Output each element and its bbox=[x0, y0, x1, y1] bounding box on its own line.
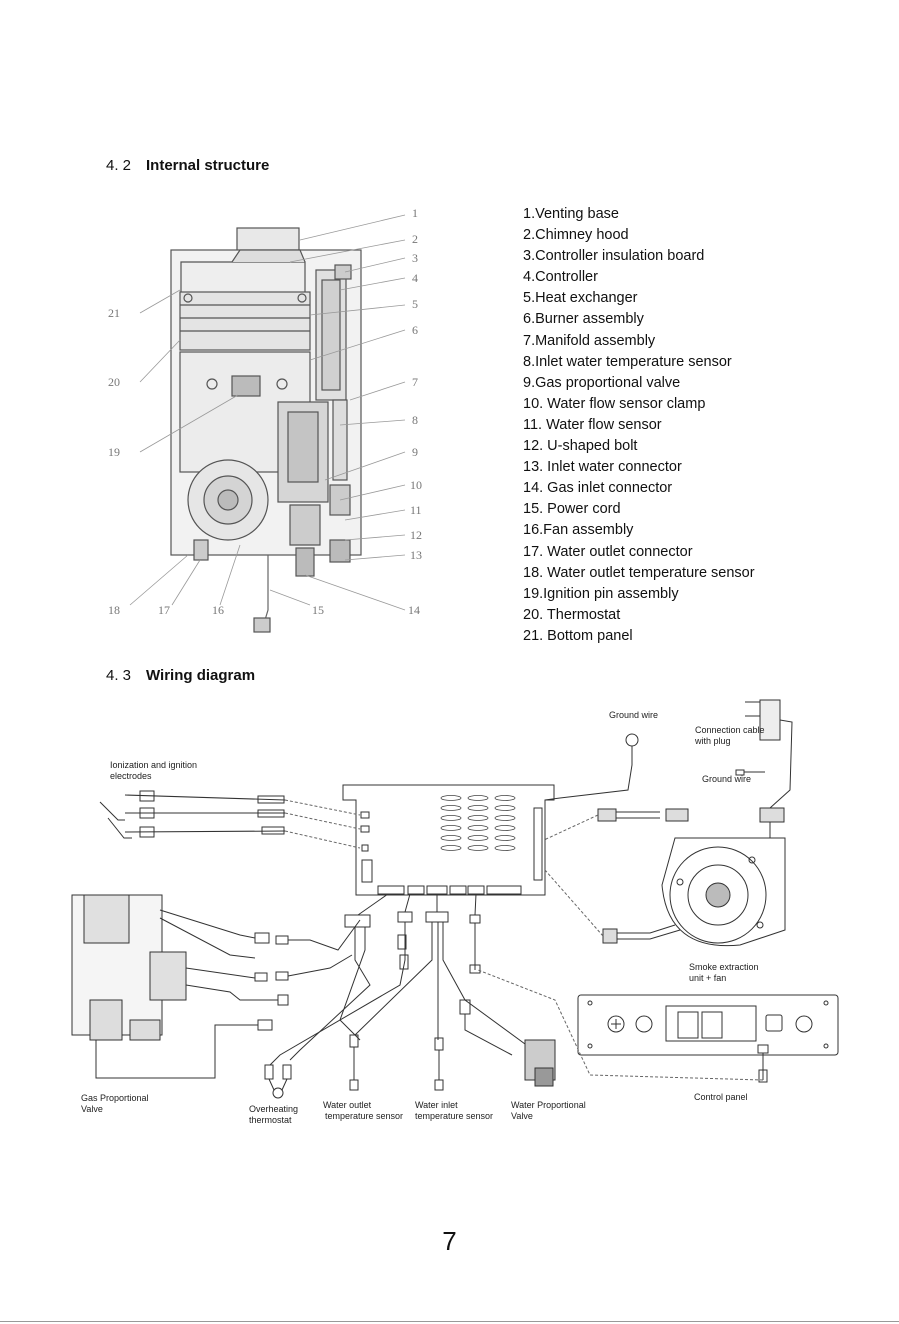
part-item: 18. Water outlet temperature sensor bbox=[523, 564, 755, 581]
callout-17: 17 bbox=[158, 603, 170, 617]
part-item: 16.Fan assembly bbox=[523, 522, 634, 539]
callout-14: 14 bbox=[408, 603, 420, 617]
internal-structure-drawing bbox=[170, 227, 362, 633]
part-item: 6.Burner assembly bbox=[523, 311, 644, 328]
control-panel-outline bbox=[577, 994, 839, 1056]
label-control-panel: Control panel bbox=[694, 1092, 748, 1102]
part-item: 15. Power cord bbox=[523, 501, 621, 518]
part-item: 10. Water flow sensor clamp bbox=[523, 395, 706, 412]
part-item: 13. Inlet water connector bbox=[523, 459, 682, 476]
label-gas-valve-2: Valve bbox=[81, 1104, 103, 1114]
part-item: 20. Thermostat bbox=[523, 606, 621, 623]
callout-numbers: 1 2 3 4 5 6 7 8 9 10 11 12 13 21 20 19 1… bbox=[108, 206, 422, 617]
part-item: 19.Ignition pin assembly bbox=[523, 585, 679, 602]
part-item: 2.Chimney hood bbox=[523, 227, 629, 244]
section-name: Internal structure bbox=[146, 157, 270, 174]
part-item: 1.Venting base bbox=[523, 206, 619, 222]
callout-7: 7 bbox=[412, 375, 418, 389]
label-ground-wire-top: Ground wire bbox=[609, 710, 658, 720]
section-number: 4. 2 bbox=[106, 157, 132, 174]
footer-rule bbox=[0, 1321, 899, 1322]
callout-12: 12 bbox=[410, 528, 422, 542]
section-title-wiring-diagram: 4. 3 Wiring diagram bbox=[106, 667, 255, 684]
part-item: 14. Gas inlet connector bbox=[523, 480, 673, 497]
callout-3: 3 bbox=[412, 251, 418, 265]
label-smoke-1: Smoke extraction bbox=[689, 962, 759, 972]
callout-4: 4 bbox=[412, 271, 418, 285]
callout-15: 15 bbox=[312, 603, 324, 617]
label-inlet-sensor-1: Water inlet bbox=[415, 1100, 458, 1110]
label-connection-cable-1: Connection cable bbox=[695, 725, 765, 735]
page-number: 7 bbox=[442, 1226, 457, 1256]
label-electrodes-2: electrodes bbox=[110, 771, 152, 781]
wiring-diagram bbox=[71, 699, 839, 1099]
label-water-valve-2: Valve bbox=[511, 1111, 533, 1121]
part-item: 21. Bottom panel bbox=[523, 627, 633, 644]
callout-16: 16 bbox=[212, 603, 224, 617]
callout-5: 5 bbox=[412, 297, 418, 311]
controller-box bbox=[342, 784, 555, 896]
part-item: 17. Water outlet connector bbox=[523, 543, 693, 560]
callout-13: 13 bbox=[410, 548, 422, 562]
section-number: 4. 3 bbox=[106, 667, 132, 684]
section-title-internal-structure: 4. 2 Internal structure bbox=[106, 157, 269, 174]
label-water-valve-1: Water Proportional bbox=[511, 1100, 586, 1110]
callout-10: 10 bbox=[410, 478, 422, 492]
callout-21: 21 bbox=[108, 306, 120, 320]
callout-19: 19 bbox=[108, 445, 120, 459]
label-inlet-sensor-2: temperature sensor bbox=[415, 1111, 493, 1121]
label-thermostat-1: Overheating bbox=[249, 1104, 298, 1114]
part-item: 8.Inlet water temperature sensor bbox=[523, 353, 732, 370]
label-outlet-sensor-1: Water outlet bbox=[323, 1100, 372, 1110]
wiring-labels: Ground wire Connection cable with plug G… bbox=[81, 710, 765, 1125]
parts-list: 1.Venting base 2.Chimney hood 3.Controller… bbox=[523, 204, 755, 647]
callout-9: 9 bbox=[412, 445, 418, 459]
part-item: 12. U-shaped bolt bbox=[523, 438, 638, 455]
part-item: 9.Gas proportional valve bbox=[523, 374, 681, 391]
part-item: 3.Controller insulation board bbox=[523, 248, 705, 265]
part-item: 5.Heat exchanger bbox=[523, 290, 638, 307]
callout-20: 20 bbox=[108, 375, 120, 389]
label-gas-valve-1: Gas Proportional bbox=[81, 1093, 149, 1103]
callout-11: 11 bbox=[410, 503, 422, 517]
section-name: Wiring diagram bbox=[146, 667, 256, 684]
callout-8: 8 bbox=[412, 413, 418, 427]
label-thermostat-2: thermostat bbox=[249, 1115, 292, 1125]
label-smoke-2: unit + fan bbox=[689, 973, 726, 983]
callout-2: 2 bbox=[412, 232, 418, 246]
callout-1: 1 bbox=[412, 206, 418, 220]
callout-6: 6 bbox=[412, 323, 418, 337]
label-electrodes-1: Ionization and ignition bbox=[110, 760, 197, 770]
part-item: 11. Water flow sensor bbox=[523, 416, 662, 433]
label-outlet-sensor-2: temperature sensor bbox=[325, 1111, 403, 1121]
label-ground-wire-plug: Ground wire bbox=[702, 774, 751, 784]
part-item: 7.Manifold assembly bbox=[523, 332, 656, 349]
callout-leaders bbox=[129, 214, 406, 611]
label-connection-cable-2: with plug bbox=[694, 736, 731, 746]
callout-18: 18 bbox=[108, 603, 120, 617]
part-item: 4.Controller bbox=[523, 269, 598, 286]
